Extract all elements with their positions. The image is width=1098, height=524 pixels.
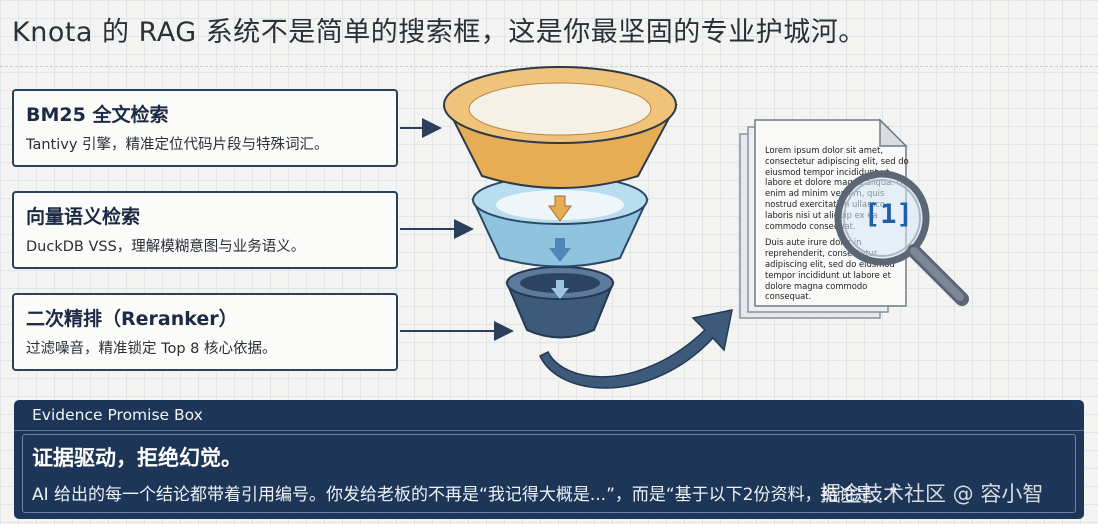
vector-card: 向量语义检索 DuckDB VSS，理解模糊意图与业务语义。 <box>12 191 398 269</box>
evidence-box-body: AI 给出的每一个结论都带着引用编号。你发给老板的不再是“我记得大概是...”，… <box>32 485 898 505</box>
document-paragraph-2: Duis aute irure dolor in reprehenderit, … <box>765 237 895 302</box>
arrow-down-2 <box>549 238 571 262</box>
bm25-card: BM25 全文检索 Tantivy 引擎，精准定位代码片段与特殊词汇。 <box>12 89 398 167</box>
arrow-down-3 <box>551 280 569 299</box>
document-icon <box>739 118 908 319</box>
rerank-card: 二次精排（Reranker） 过滤噪音，精准锁定 Top 8 核心依据。 <box>12 293 398 371</box>
evidence-box-header: Evidence Promise Box <box>14 400 1084 431</box>
vector-card-heading: 向量语义检索 <box>26 206 141 228</box>
page-title: Knota 的 RAG 系统不是简单的搜索框，这是你最坚固的专业护城河。 <box>12 17 866 48</box>
rerank-card-desc: 过滤噪音，精准锁定 Top 8 核心依据。 <box>26 341 277 357</box>
output-arrow <box>539 309 733 389</box>
citation-marker: [1] <box>864 199 913 230</box>
document-paragraph-1: Lorem ipsum dolor sit amet, consectetur … <box>765 145 909 231</box>
bm25-card-desc: Tantivy 引擎，精准定位代码片段与特殊词汇。 <box>26 137 329 153</box>
evidence-promise-box: Evidence Promise Box 证据驱动，拒绝幻觉。 AI 给出的每一… <box>14 400 1084 519</box>
funnel-top <box>443 66 678 189</box>
document-text: Lorem ipsum dolor sit amet, consectetur … <box>765 145 915 308</box>
rerank-card-heading: 二次精排（Reranker） <box>26 308 238 330</box>
evidence-inner-frame <box>22 434 1076 513</box>
evidence-box-title: 证据驱动，拒绝幻觉。 <box>32 446 242 470</box>
watermark: 掘金技术社区 @ 容小智 <box>820 482 1044 506</box>
vector-card-desc: DuckDB VSS，理解模糊意图与业务语义。 <box>26 239 306 255</box>
bm25-card-heading: BM25 全文检索 <box>26 104 169 126</box>
magnifying-glass-icon <box>834 170 969 306</box>
arrow-down-1 <box>548 195 572 222</box>
